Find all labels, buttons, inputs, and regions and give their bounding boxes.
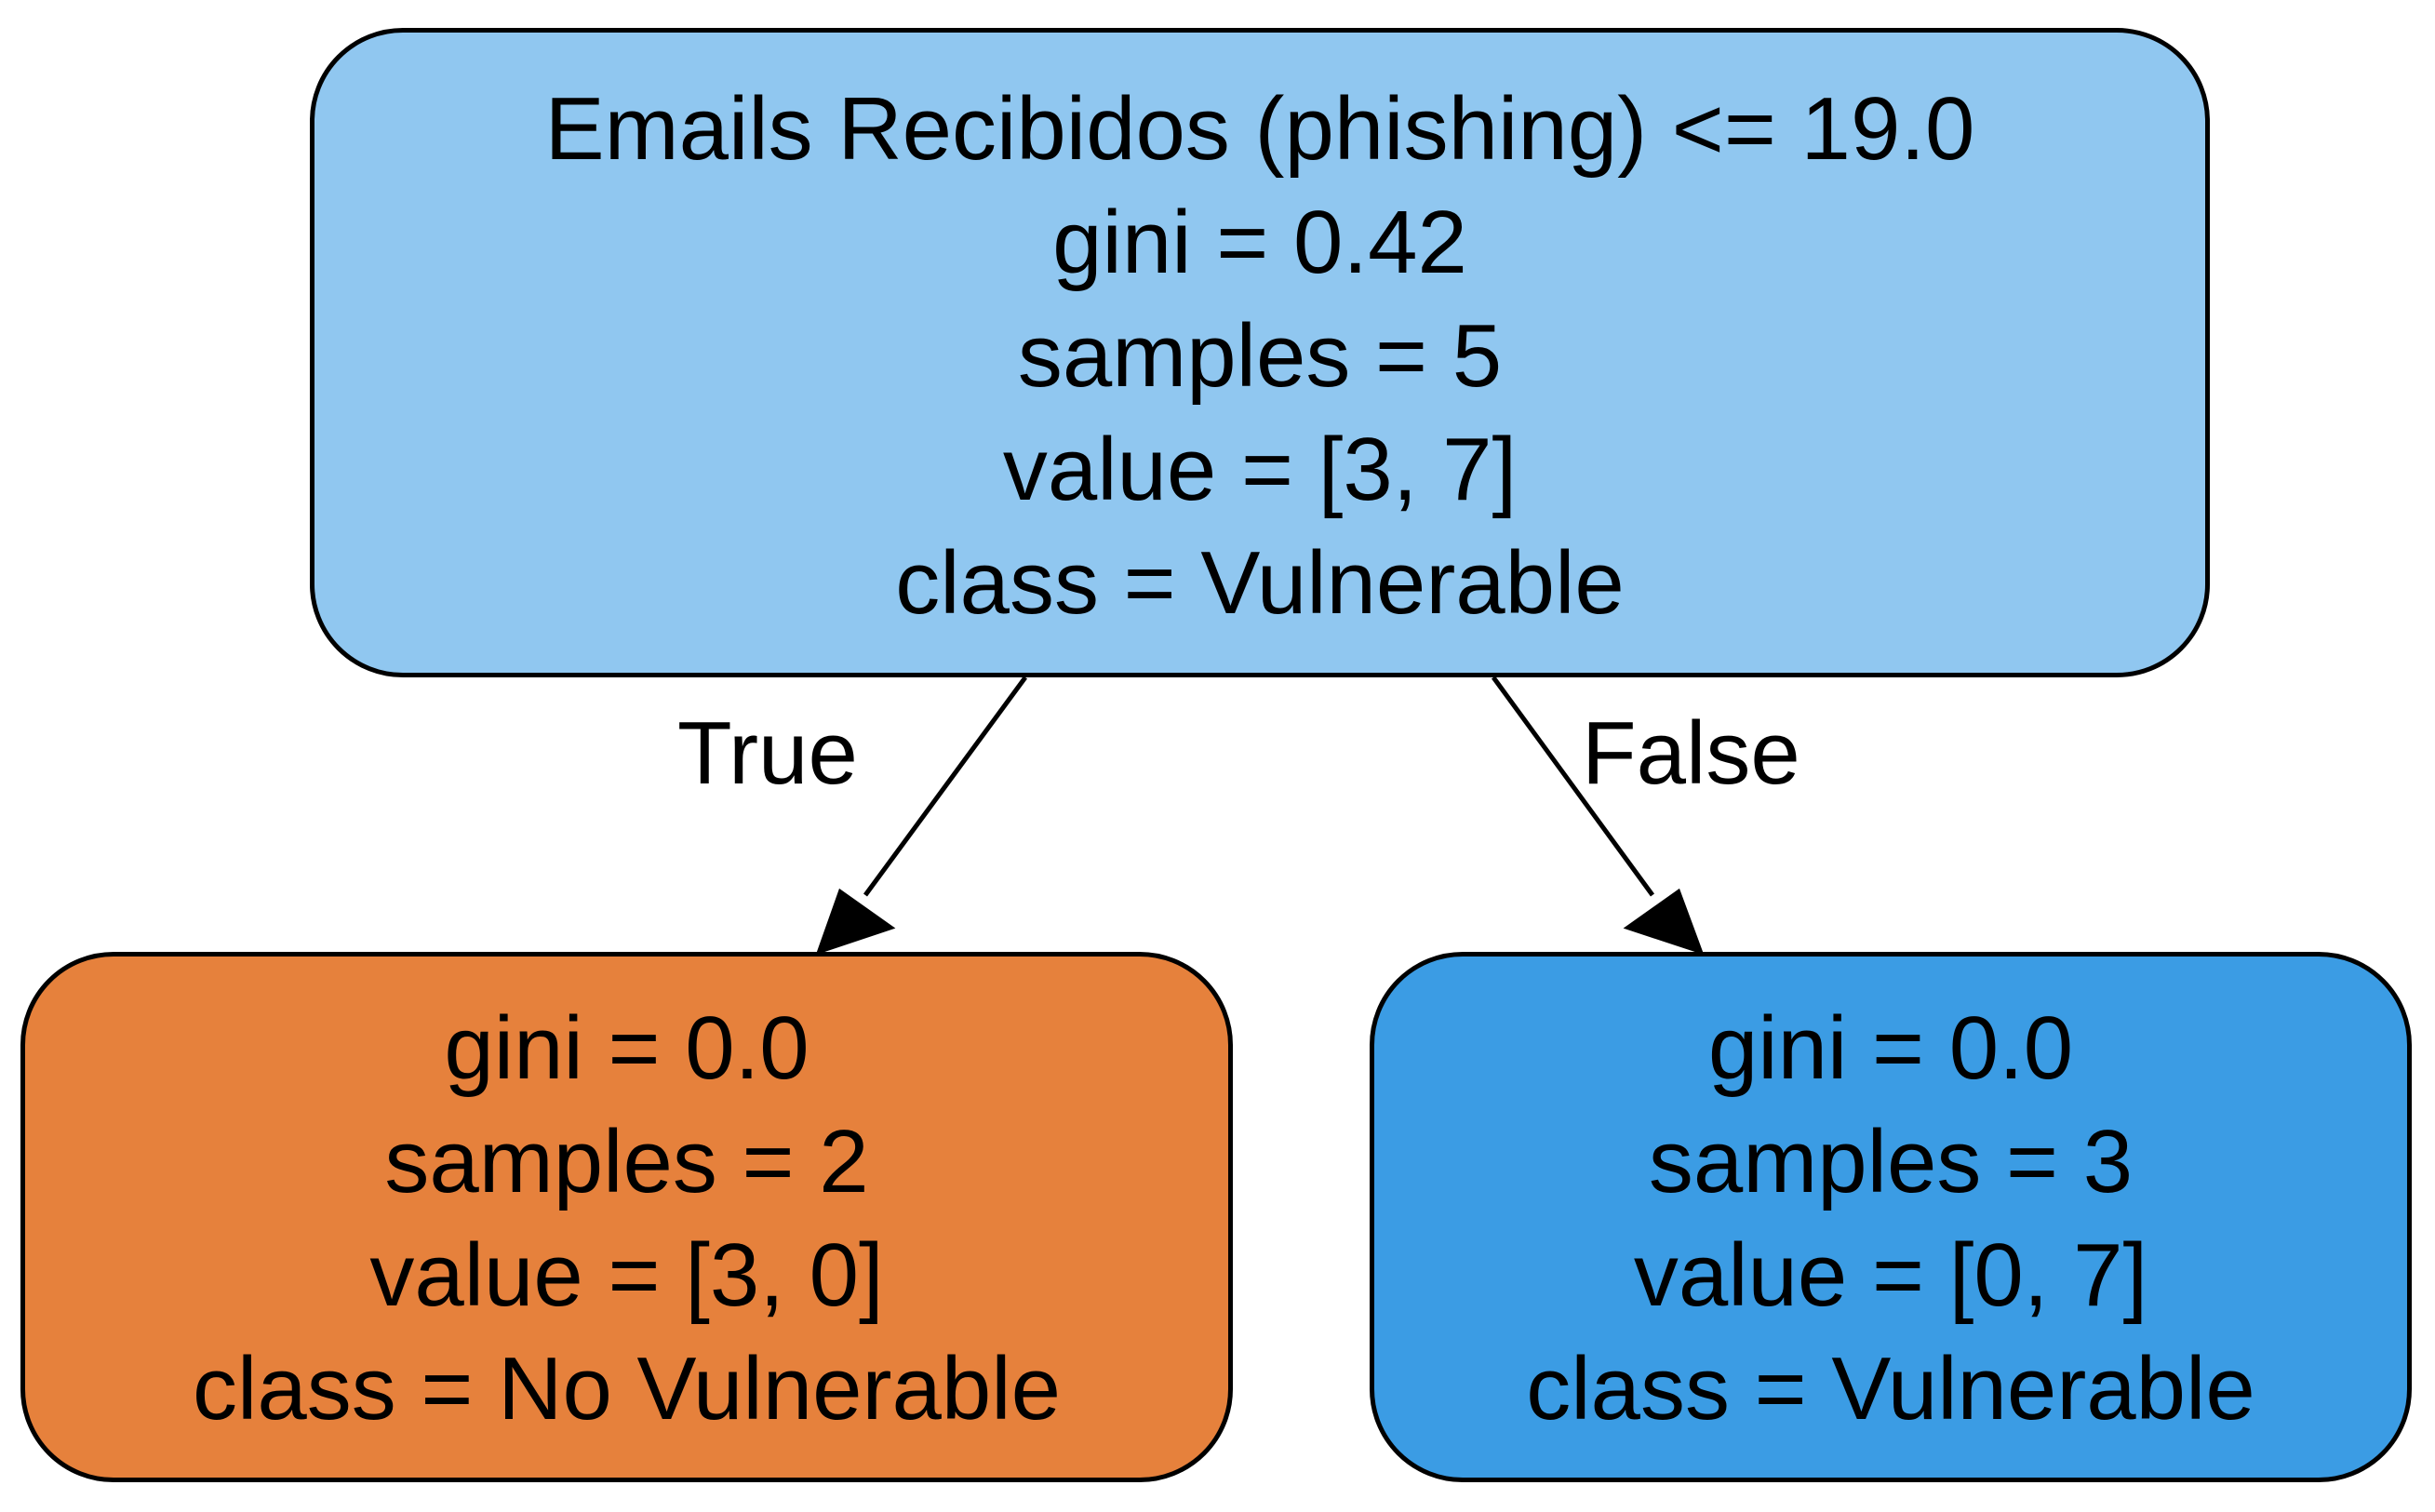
left-samples: samples = 2 [384,1112,869,1211]
root-split-condition: Emails Recibidos (phishing) <= 19.0 [544,79,1975,179]
right-class: class = Vulnerable [1526,1339,2255,1438]
left-class: class = No Vulnerable [193,1339,1061,1438]
edge-true-line [863,676,1028,897]
edge-false-line [1491,676,1655,897]
left-value: value = [3, 0] [369,1225,884,1325]
root-value: value = [3, 7] [1002,420,1518,519]
left-leaf-node: gini = 0.0 samples = 2 value = [3, 0] cl… [20,952,1233,1482]
right-leaf-node: gini = 0.0 samples = 3 value = [0, 7] cl… [1370,952,2412,1482]
root-gini: gini = 0.42 [1052,193,1467,292]
edge-label-true: True [677,703,858,803]
edge-label-false: False [1582,703,1800,803]
root-node: Emails Recibidos (phishing) <= 19.0 gini… [310,28,2210,677]
right-gini: gini = 0.0 [1707,998,2074,1098]
root-samples: samples = 5 [1017,306,1503,406]
edge-true-arrowhead [815,888,896,956]
right-value: value = [0, 7] [1633,1225,2148,1325]
edge-false-arrowhead [1623,888,1705,956]
right-samples: samples = 3 [1648,1112,2134,1211]
root-class: class = Vulnerable [895,533,1625,633]
left-gini: gini = 0.0 [444,998,809,1098]
